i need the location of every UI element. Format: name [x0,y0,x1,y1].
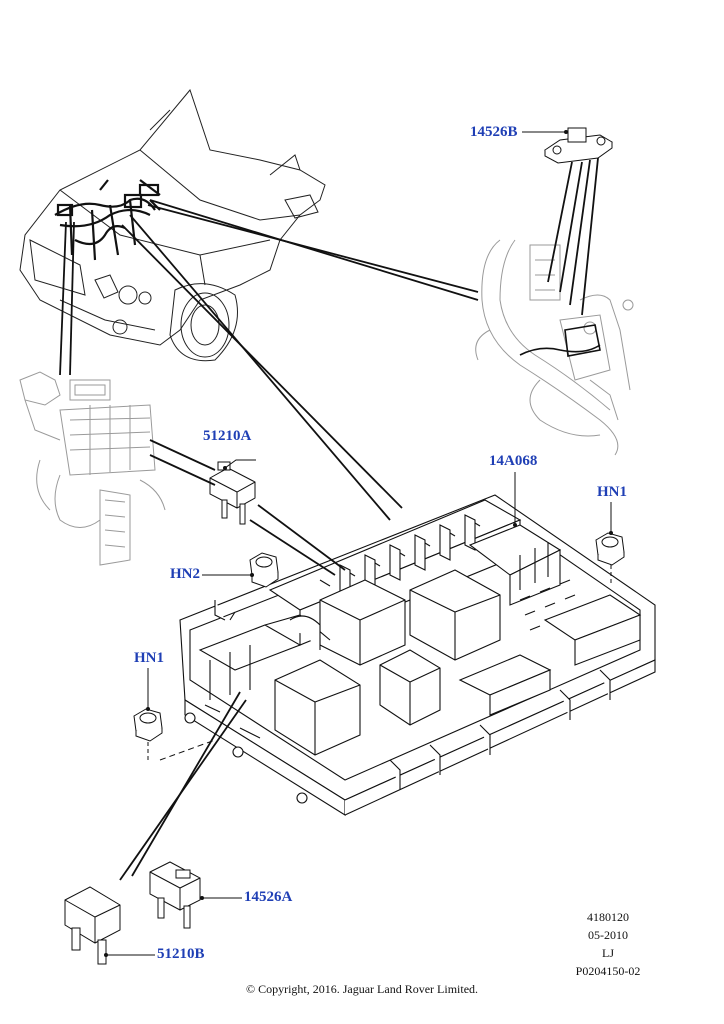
vehicle-illustration [19,88,326,362]
engine-bay-harness [54,179,161,261]
fuse-51210B [64,886,121,965]
callout-51210B: 51210B [157,946,205,962]
nut-HN2 [249,552,279,588]
right-detail-cable [519,324,601,357]
fusible-link-14526B [544,127,613,164]
callout-HN1-right: HN1 [597,484,627,500]
reference-code: 4180120 [587,910,629,924]
leader-lines [59,157,599,881]
callout-HN2: HN2 [170,566,200,582]
right-installed-detail [475,239,634,456]
fuse-51210A [209,461,256,525]
callout-HN1-left: HN1 [134,650,164,666]
nut-HN1-left [133,708,163,742]
nut-HN1-right [595,532,625,566]
reference-initials: LJ [602,946,614,960]
reference-date: 05-2010 [588,928,628,942]
leader-dots [104,130,613,957]
callout-leaders [106,131,612,956]
reference-part-number: P0204150-02 [575,964,641,978]
callout-51210A: 51210A [203,428,252,444]
callout-14A068: 14A068 [489,453,538,469]
copyright-notice: © Copyright, 2016. Jaguar Land Rover Lim… [245,982,479,996]
fuse-14526A [149,861,201,929]
callout-14526B: 14526B [470,124,518,140]
left-installed-detail [19,371,166,566]
central-junction-box [179,494,656,816]
callout-14526A: 14526A [244,889,293,905]
